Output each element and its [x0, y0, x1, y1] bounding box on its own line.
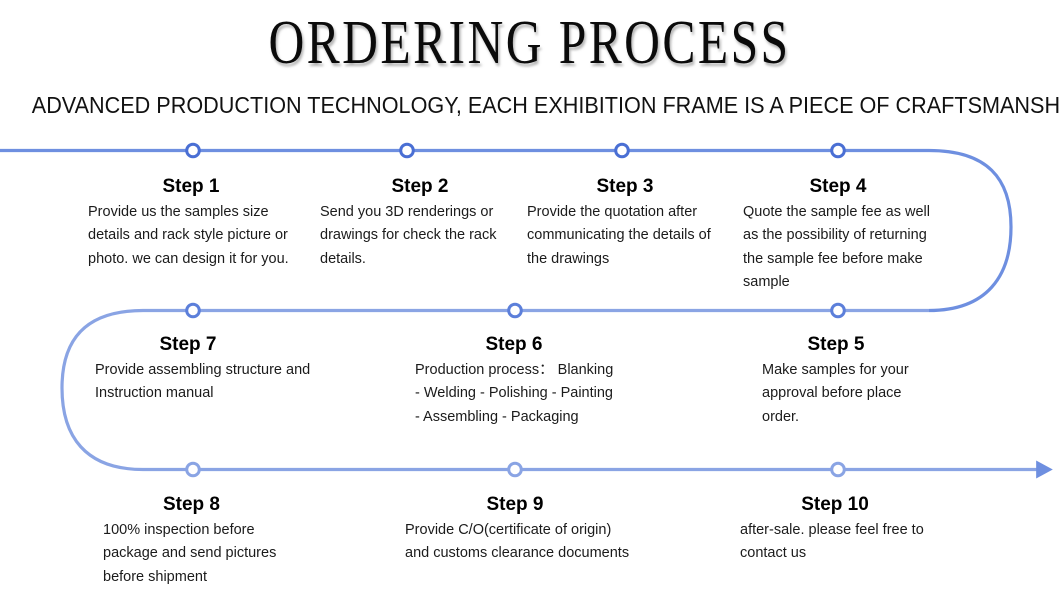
step-title: Step 8: [162, 494, 221, 515]
step-body: Provide us the samples size details and …: [88, 203, 289, 267]
step-2[interactable]: Step 2 Send you 3D renderings or drawing…: [320, 176, 520, 271]
step-title: Step 5: [807, 334, 865, 355]
step-4[interactable]: Step 4 Quote the sample fee as well as t…: [743, 176, 933, 295]
step-body: Send you 3D renderings or drawings for c…: [320, 203, 497, 267]
step-5[interactable]: Step 5 Make samples for your approval be…: [762, 334, 942, 429]
circle-node-icon[interactable]: [614, 142, 630, 159]
circle-node-icon[interactable]: [830, 461, 846, 478]
step-title: Step 6: [485, 334, 543, 355]
step-10[interactable]: Step 10 after-sale. please feel free to …: [740, 494, 936, 566]
step-7[interactable]: Step 7 Provide assembling structure and …: [95, 334, 325, 406]
step-6[interactable]: Step 6 Production process： Blanking - We…: [415, 334, 619, 429]
step-body: Production process： Blanking - Welding -…: [415, 361, 614, 425]
step-body: 100% inspection before package and send …: [103, 521, 277, 585]
page-title: ORDERING PROCESS: [268, 9, 791, 77]
circle-node-icon[interactable]: [185, 461, 201, 478]
step-title: Step 7: [159, 334, 217, 355]
flow-segment-row2: [60, 308, 929, 472]
step-title: Step 4: [809, 176, 867, 197]
page-subtitle: ADVANCED PRODUCTION TECHNOLOGY, EACH EXH…: [31, 92, 1059, 118]
circle-node-icon[interactable]: [830, 142, 846, 159]
step-body: Provide C/O(certificate of origin) and c…: [405, 521, 630, 562]
circle-node-icon[interactable]: [507, 461, 523, 478]
step-title: Step 9: [486, 494, 544, 515]
circle-node-icon[interactable]: [830, 302, 846, 319]
step-body: Quote the sample fee as well as the poss…: [743, 203, 930, 291]
flow-segment-row1: [0, 148, 1013, 313]
circle-node-icon[interactable]: [185, 302, 201, 319]
circle-node-icon[interactable]: [399, 142, 415, 159]
circle-node-icon[interactable]: [185, 142, 201, 159]
step-3[interactable]: Step 3 Provide the quotation after commu…: [527, 176, 723, 271]
step-title: Step 10: [801, 494, 869, 515]
step-body: Provide assembling structure and Instruc…: [95, 361, 311, 402]
step-title: Step 2: [391, 176, 449, 197]
step-body: after-sale. please feel free to contact …: [740, 521, 924, 562]
step-title: Step 1: [162, 176, 220, 197]
step-8[interactable]: Step 8 100% inspection before package an…: [103, 494, 289, 589]
circle-node-icon[interactable]: [507, 302, 523, 319]
step-9[interactable]: Step 9 Provide C/O(certificate of origin…: [405, 494, 637, 566]
step-title: Step 3: [596, 176, 654, 197]
step-body: Provide the quotation after communicatin…: [527, 203, 711, 267]
step-body: Make samples for your approval before pl…: [762, 361, 909, 425]
step-1[interactable]: Step 1 Provide us the samples size detai…: [88, 176, 294, 271]
